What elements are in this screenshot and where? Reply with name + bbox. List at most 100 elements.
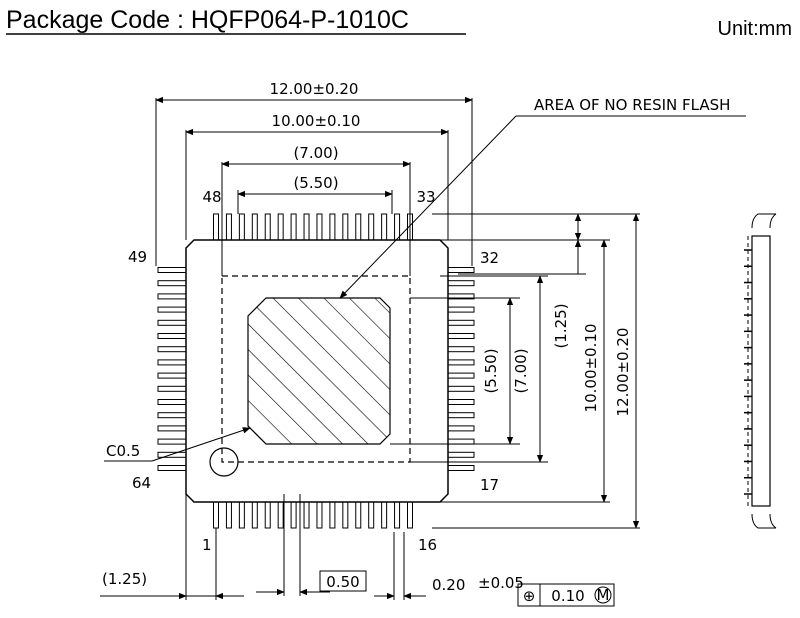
lead [447, 465, 475, 471]
lead [213, 213, 219, 241]
lead [447, 412, 475, 419]
dashed-pin-area [221, 275, 411, 463]
dim-lead-width: 0.20 [432, 576, 465, 594]
package-side-view [744, 213, 777, 529]
position-tolerance-frame [517, 583, 615, 607]
lead [157, 306, 187, 313]
lead [238, 501, 245, 529]
pin-number-1: 1 [202, 536, 212, 554]
lead [264, 213, 271, 241]
lead [342, 213, 349, 241]
lead [329, 213, 336, 241]
pin-number-49: 49 [128, 248, 147, 266]
lead [447, 306, 475, 313]
lead [368, 501, 375, 529]
lead [447, 359, 475, 366]
lead [447, 267, 475, 273]
lead [157, 425, 187, 432]
lead [277, 501, 284, 529]
pin-number-16: 16 [418, 536, 437, 554]
package-code-title: Package Code : HQFP064-P-1010C [6, 6, 409, 34]
dim-inner-width: 10.00±0.10 [272, 112, 361, 130]
chamfer-label: C0.5 [106, 442, 140, 460]
lead [225, 213, 232, 241]
chamfer-leader [151, 427, 251, 462]
lead [157, 293, 187, 300]
lead [316, 501, 323, 529]
lead [157, 359, 187, 366]
lead [447, 399, 475, 405]
lead [157, 267, 187, 273]
dim-pin-span: (7.00) [293, 144, 338, 162]
lead [447, 438, 475, 445]
lead [381, 501, 388, 529]
dim-position-tol: 0.10 [551, 587, 584, 605]
dim-lead-offset: (1.25) [102, 570, 147, 588]
dim-outer-width: 12.00±0.20 [270, 80, 359, 98]
lead [342, 501, 349, 529]
resin-flash-label: AREA OF NO RESIN FLASH [534, 96, 730, 114]
lead [213, 501, 219, 529]
lead [264, 501, 271, 529]
lead [157, 346, 187, 353]
lead [225, 501, 232, 529]
no-resin-flash-area [247, 297, 391, 445]
lead [394, 213, 401, 241]
dim-lead-width-tol: ±0.05 [478, 574, 524, 592]
resin-flash-leader [339, 115, 517, 299]
lead [381, 213, 388, 241]
lead [447, 319, 475, 326]
pin-number-48: 48 [202, 188, 221, 206]
lead [447, 372, 475, 379]
lead [303, 213, 310, 241]
dim-vert-offset: (1.25) [552, 303, 570, 348]
lead [407, 501, 413, 529]
pin-number-33: 33 [416, 188, 435, 206]
lead [157, 412, 187, 419]
mmc-symbol: M [597, 586, 610, 604]
lead [157, 319, 187, 326]
position-symbol-icon: ⊕ [523, 587, 536, 605]
lead [251, 501, 258, 529]
lead [316, 213, 323, 241]
lead [447, 280, 475, 287]
side-view-body [751, 235, 771, 507]
lead [447, 451, 475, 458]
lead [157, 451, 187, 458]
lead [157, 465, 187, 471]
lead [157, 372, 187, 379]
dim-pitch: 0.50 [326, 573, 359, 591]
pin-number-17: 17 [480, 476, 499, 494]
lead [157, 385, 187, 392]
pin-number-32: 32 [480, 249, 499, 267]
lead [394, 501, 401, 529]
unit-label: Unit:mm [718, 18, 792, 40]
pin-number-64: 64 [132, 474, 151, 492]
lead [157, 399, 187, 405]
lead [447, 425, 475, 432]
dim-vert-pin-span: (7.00) [512, 348, 530, 393]
lead [355, 213, 362, 241]
lead [251, 213, 258, 241]
lead [447, 333, 475, 339]
lead [238, 213, 245, 241]
lead [290, 213, 297, 241]
lead [368, 213, 375, 241]
lead [355, 501, 362, 529]
mmc-circle-icon [594, 586, 612, 604]
lead [303, 501, 310, 529]
dim-vert-inner: 10.00±0.10 [582, 324, 600, 413]
lead [290, 501, 297, 529]
dim-vert-outer: 12.00±0.20 [614, 328, 632, 417]
dim-die-pad: (5.50) [293, 174, 338, 192]
lead [277, 213, 284, 241]
lead [157, 333, 187, 339]
pin1-marker-icon [209, 447, 239, 477]
lead [447, 346, 475, 353]
lead [157, 280, 187, 287]
dim-vert-die-pad: (5.50) [482, 348, 500, 393]
lead [329, 501, 336, 529]
lead [157, 438, 187, 445]
pitch-basic-box [319, 570, 367, 592]
